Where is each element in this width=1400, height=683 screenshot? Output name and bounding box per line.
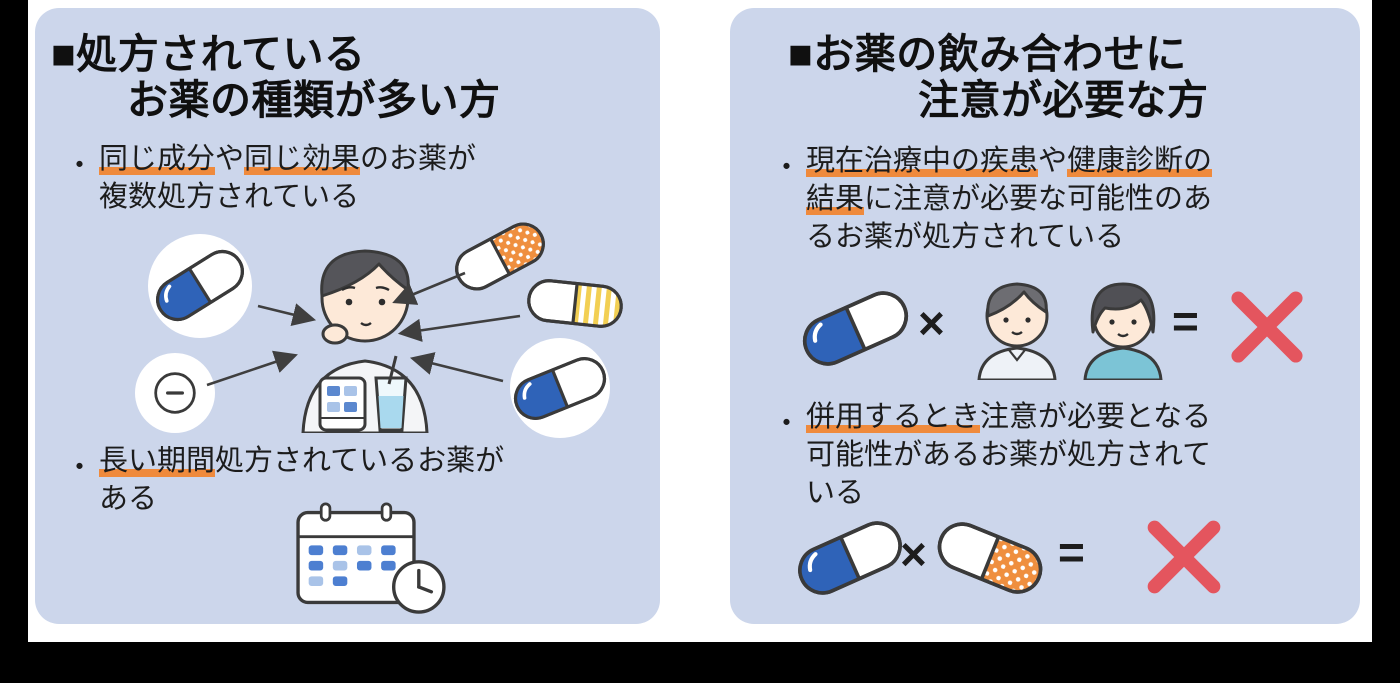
interaction-formula-2: × = [770,503,1330,613]
interaction-formula-1: × = [770,270,1330,385]
bullet-text-segment: 長い期間 [99,445,216,477]
left-panel-title-line2: お薬の種類が多い方 [127,77,501,123]
bullet-line: るお薬が処方されている [806,218,1212,256]
bullet-line: 結果に注意が必要な可能性のあ [806,180,1212,218]
medicines-illustration [45,213,650,438]
blue-white-capsule-icon [513,357,607,420]
bullet-text-segment: ある [99,483,158,515]
bullet-marker: ・ [772,408,802,440]
bullet-line: 複数処方されている [99,178,476,216]
left-bullet2-text: 長い期間処方されているお薬が ある [99,442,504,518]
multiply-sign: × [918,297,945,349]
red-cross-icon [1231,291,1303,363]
bullet-line: 現在治療中の疾患や健康診断の [806,142,1213,180]
bullet-line: ある [99,480,504,518]
orange-dotted-capsule-icon [937,522,1043,594]
panel-drug-interactions: ■お薬の飲み合わせに 注意が必要な方 ・ 現在治療中の疾患や健康診断の 結果に注… [730,8,1360,624]
thinking-person-icon [301,249,429,433]
bullet-line: 併用するとき注意が必要となる [806,398,1211,436]
equals-sign: = [1058,526,1085,578]
bullet-text-segment: 同じ成分 [99,143,216,175]
panel-many-medications: ■処方されている お薬の種類が多い方 ・ 同じ成分や同じ効果のお薬が 複数処方さ… [35,8,660,624]
bullet-text-segment: に注意が必要な可能性のあ [864,183,1213,215]
right-panel-title-line2: 注意が必要な方 [918,77,1209,123]
bullet-line: 同じ成分や同じ効果のお薬が [99,140,476,178]
right-bullet1-text: 現在治療中の疾患や健康診断の 結果に注意が必要な可能性のあ るお薬が処方されてい… [806,142,1213,256]
right-bullet2-text: 併用するとき注意が必要となる 可能性があるお薬が処方されて いる [806,398,1211,512]
yellow-striped-capsule-icon [527,279,623,328]
orange-dotted-capsule-icon [455,222,545,291]
blue-white-capsule-icon [802,291,909,366]
bullet-marker: ・ [65,150,95,182]
bullet-text-segment: るお薬が処方されている [806,221,1125,253]
equals-sign: = [1172,295,1199,347]
multiply-sign: × [900,528,927,580]
two-patients-icon [977,282,1163,380]
left-panel-title-line1: ■処方されている [51,31,366,77]
bullet-text-segment: 複数処方されている [99,181,360,213]
bullet-text-segment: のお薬が [360,143,477,175]
bullet-text-segment: 健康診断の [1067,145,1213,177]
bullet-text-segment: 処方されているお薬が [215,445,505,477]
bullet-line: 長い期間処方されているお薬が [99,442,504,480]
bullet-text-segment: 結果 [806,183,865,215]
bullet-text-segment: 同じ効果 [244,143,361,175]
bullet-line: いる [806,474,1211,512]
bullet-text-segment: 現在治療中の疾患 [806,145,1039,177]
bullet-text-segment: いる [806,477,865,509]
red-cross-icon [1147,520,1221,594]
bullet-text-segment: や [215,143,245,175]
blue-white-capsule-icon [798,521,902,595]
bullet-text-segment: 可能性があるお薬が処方されて [806,439,1212,471]
left-bullet1-text: 同じ成分や同じ効果のお薬が 複数処方されている [99,140,476,216]
bullet-marker: ・ [65,452,95,484]
calendar-clock-icon [296,502,446,614]
blue-white-capsule-icon [156,249,244,322]
round-tablet-icon [154,372,196,414]
bullet-text-segment: 注意が必要となる [980,401,1212,433]
bullet-text-segment: や [1038,145,1068,177]
bullet-line: 可能性があるお薬が処方されて [806,436,1211,474]
bullet-text-segment: 併用するとき [806,401,981,433]
bullet-marker: ・ [772,152,802,184]
right-panel-title-line1: ■お薬の飲み合わせに [788,31,1187,77]
